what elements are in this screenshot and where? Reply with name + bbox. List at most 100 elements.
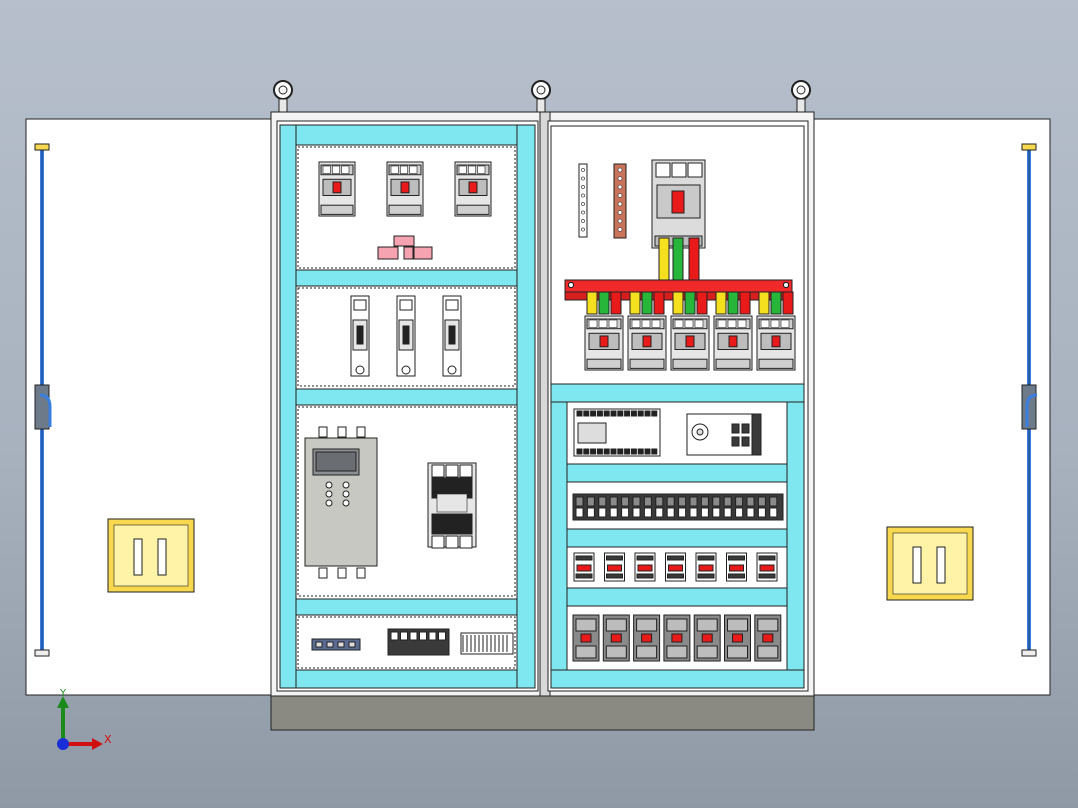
distribution-breaker-2-unit (627, 315, 667, 371)
distribution-breaker-4-unit-terminal (717, 319, 727, 328)
terminal-strip-label (666, 507, 675, 518)
mini-switch-1 (573, 552, 595, 582)
terminal-block-2 (387, 628, 450, 656)
fuse-element (402, 325, 410, 345)
terminal-strip-label (643, 507, 652, 518)
main-breaker (651, 159, 706, 249)
contactor-bottom-lug (445, 535, 459, 549)
left-frame-bottom (279, 669, 536, 689)
left-frame-top (279, 124, 536, 146)
terminal-strip-label (723, 507, 732, 518)
plc-terminal-bottom (596, 448, 603, 455)
terminal-block-1 (311, 638, 361, 651)
lifting-eye-hole (796, 85, 806, 95)
handle-slot-right (936, 546, 946, 584)
left-breaker-3-toggle (468, 181, 478, 194)
plc-terminal-top (596, 410, 603, 417)
terminal-strip-way (632, 496, 641, 507)
neutral-bar-screw (581, 185, 585, 189)
soft-starter-lug (356, 567, 366, 579)
lifting-eye-hole (278, 85, 288, 95)
psu-vent (731, 423, 740, 434)
terminal-strip-label (735, 507, 744, 518)
lifting-eye-stem (796, 98, 806, 113)
contactor-bottom-lug (459, 535, 473, 549)
distribution-breaker-2-unit-terminal (641, 319, 651, 328)
mini-switch-toggle (698, 564, 714, 572)
fuse-1 (350, 295, 370, 377)
door-left (25, 118, 273, 696)
psu-vent (741, 436, 750, 447)
mini-switch-4 (665, 552, 686, 582)
neutral-bar-screw (581, 210, 585, 215)
earth-bar-screw (617, 218, 623, 224)
right-mounting-bar-1 (566, 463, 788, 483)
breaker-feed-3 (610, 291, 622, 315)
distribution-breaker-2 (627, 291, 667, 371)
soft-starter (304, 426, 378, 579)
relay-bottom (575, 645, 597, 659)
relay-bottom (757, 645, 779, 659)
plc-terminal-top (610, 410, 617, 417)
right-mounting-bar-2 (566, 528, 788, 548)
distribution-breaker-3 (670, 291, 710, 371)
left-breaker-1-bottom (320, 204, 354, 215)
fuse-element (356, 325, 364, 345)
relay-top (696, 618, 718, 632)
axis-x-label: X (104, 733, 112, 746)
rod-bottom-cap-left (34, 649, 50, 657)
relay-1 (572, 614, 600, 662)
lock-hook-left (39, 393, 52, 427)
terminal-screw (315, 641, 323, 648)
breaker-feed-1 (672, 291, 684, 315)
terminal-strip-way (735, 496, 744, 507)
distribution-breaker-2-unit-terminal (651, 319, 661, 328)
fuse-screw (447, 365, 457, 375)
plc-terminal-bottom (624, 448, 631, 455)
breaker-feed-2 (641, 291, 653, 315)
terminal-strip-label (700, 507, 709, 518)
soft-starter-lug (337, 426, 347, 438)
soft-starter-lcd (315, 451, 357, 472)
neutral-bar-screw (581, 193, 585, 198)
terminal-strip-label (689, 507, 698, 518)
plc-terminal-bottom (644, 448, 651, 455)
mini-switch-bottom (728, 573, 745, 579)
psu-vent (731, 436, 740, 447)
left-breaker-1-terminal (341, 165, 350, 174)
left-breaker-1-terminal (322, 165, 331, 174)
left-breaker-1-toggle (332, 181, 342, 194)
rod-top-cap-left (34, 143, 50, 151)
soft-starter-lug (318, 567, 328, 579)
earth-bar (613, 163, 627, 239)
fuse-cap (399, 299, 413, 311)
contactor-label (436, 493, 468, 513)
neutral-bar (578, 163, 588, 238)
soft-starter-lug (337, 567, 347, 579)
distribution-breaker-3-unit (670, 315, 710, 371)
plc-terminal-top (644, 410, 651, 417)
handle-plate-inner-left (113, 524, 189, 587)
distribution-breaker-2-unit-toggle (642, 335, 652, 348)
terminal-strip-way (598, 496, 607, 507)
right-bay (547, 120, 809, 692)
terminal-block-body (311, 638, 361, 651)
relay-5 (693, 614, 721, 662)
fuse-screw (401, 365, 411, 375)
fuse-cap (445, 299, 459, 311)
mini-switch-7 (756, 552, 778, 582)
terminal-strip-label (712, 507, 721, 518)
mini-switch-top (575, 555, 593, 561)
soft-starter-button-6 (342, 499, 350, 507)
distribution-breaker-3-unit-bottom (672, 358, 708, 369)
soft-starter-lug (356, 426, 366, 438)
handle-slot-right (912, 546, 922, 584)
main-breaker-terminal (655, 162, 671, 178)
mini-switch-top (636, 555, 654, 561)
relay-indicator (610, 633, 622, 643)
neutral-bar-screw (581, 168, 585, 172)
relay-top (666, 618, 688, 632)
contactor-coil-bottom (431, 513, 473, 535)
fuse-element (448, 325, 456, 345)
